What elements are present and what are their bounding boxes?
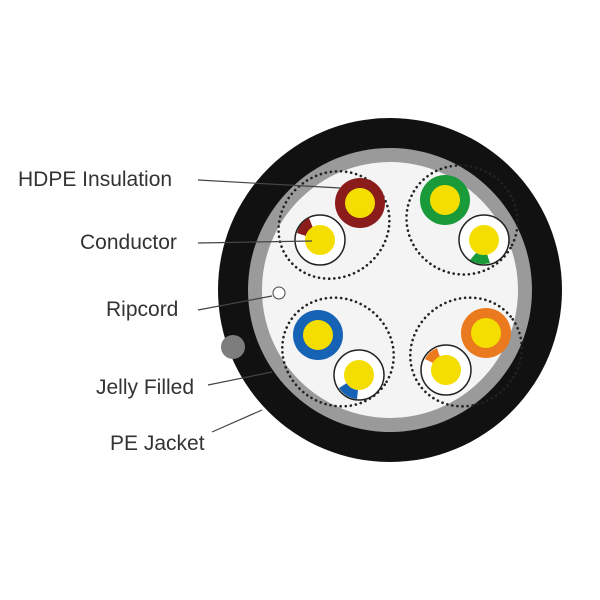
brown-white-conductor <box>305 225 335 255</box>
jelly-filled-label: Jelly Filled <box>96 376 194 399</box>
conductor-label: Conductor <box>80 231 177 254</box>
hdpe-insulation-label: HDPE Insulation <box>18 168 172 191</box>
core-area <box>262 162 518 418</box>
blue-pair-group <box>280 296 396 408</box>
hdpe-insulation-leader <box>197 179 341 189</box>
pe-jacket-leader <box>211 409 263 433</box>
filler-element <box>221 335 245 359</box>
pe-jacket-label: PE Jacket <box>110 432 205 455</box>
orange-pair-boundary <box>408 296 524 408</box>
green-pair-group <box>405 164 519 276</box>
jelly-filled-leader <box>207 371 273 386</box>
orange-conductor <box>471 318 501 348</box>
green-stripe <box>470 253 490 264</box>
ripcord <box>272 286 286 300</box>
blue-stripe <box>339 383 358 399</box>
blue-pair-boundary <box>280 296 396 408</box>
brown-pair-group <box>277 170 391 280</box>
orange-stripe <box>425 348 440 363</box>
blue-conductor <box>303 320 333 350</box>
orange-white-conductor <box>431 355 461 385</box>
orange-pair-group <box>408 296 524 408</box>
brown-conductor <box>345 188 375 218</box>
green-pair-boundary <box>405 164 519 276</box>
green-conductor <box>430 185 460 215</box>
blue-white-conductor <box>344 360 374 390</box>
ripcord-label: Ripcord <box>106 298 178 321</box>
conductor-leader <box>197 240 313 244</box>
ripcord-leader <box>197 295 273 311</box>
green-white-conductor <box>469 225 499 255</box>
brown-stripe <box>297 218 313 236</box>
